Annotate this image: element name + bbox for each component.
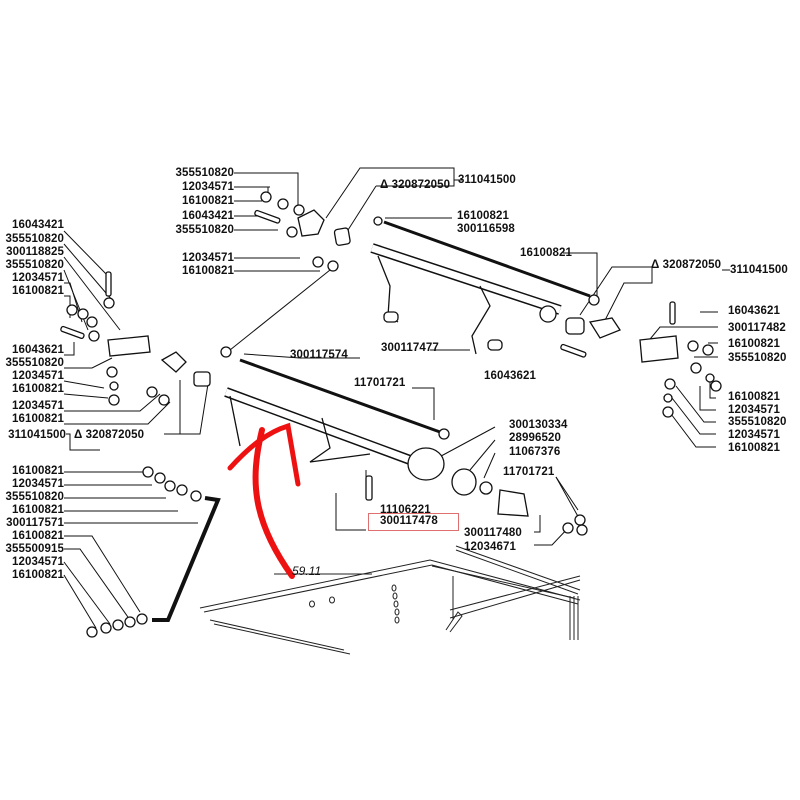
part-number-label: 16043621 [12, 344, 64, 356]
part-number-label: 355510820 [5, 233, 64, 245]
part-number-label: 11701721 [354, 377, 406, 389]
part-number-label: 16100821 [182, 195, 234, 207]
part-number-label: 16100821 [12, 569, 64, 581]
part-number-label: 16043421 [182, 210, 234, 222]
part-number-label: 16043621 [728, 305, 780, 317]
part-number-label: Δ 320872050 [651, 259, 722, 271]
part-number-label: 16100821 [12, 465, 64, 477]
part-number-label: 300118825 [6, 246, 64, 258]
part-number-label: 12034571 [182, 252, 234, 264]
part-number-label: 12034571 [728, 404, 780, 416]
part-number-label: 28996520 [509, 432, 561, 444]
part-number-label: 16100821 [520, 247, 572, 259]
part-number-label: Δ 320872050 [380, 179, 451, 191]
part-number-label: 16100821 [728, 442, 780, 454]
part-number-label: 16043421 [12, 219, 64, 231]
part-number-label: 300117571 [6, 517, 64, 529]
part-number-label: 16100821 [12, 285, 64, 297]
part-number-label: 16043621 [484, 370, 536, 382]
part-number-label: 16100821 [12, 383, 64, 395]
part-number-label: 16100821 [12, 530, 64, 542]
part-number-label: 16100821 [12, 504, 64, 516]
part-number-label: 12034571 [12, 272, 64, 284]
part-number-label: 12034571 [12, 478, 64, 490]
part-number-label: 12034571 [182, 181, 234, 193]
part-number-label: 355510820 [5, 259, 64, 271]
part-number-label: 311041500 [8, 429, 66, 441]
frame-edge [199, 559, 581, 609]
highlight-box [368, 513, 459, 531]
part-number-label: 12034571 [12, 400, 64, 412]
part-number-label: 355510820 [5, 491, 64, 503]
red-arrow-icon [227, 422, 301, 579]
part-number-label: 16100821 [457, 210, 509, 222]
part-number-label: 12034571 [12, 370, 64, 382]
part-number-label: 300116598 [457, 223, 515, 235]
part-number-label: 11067376 [509, 446, 561, 458]
highlighted-part-number[interactable]: 300117478 [380, 515, 438, 527]
part-number-label: 16100821 [728, 391, 780, 403]
part-number-label: 300117477 [381, 342, 439, 354]
part-number-label: 355510820 [728, 352, 787, 364]
part-number-label: 11701721 [503, 466, 555, 478]
leader-line [234, 172, 299, 205]
part-number-label: 355510820 [728, 416, 787, 428]
part-number-label: 355510820 [175, 224, 234, 236]
part-number-label: 12034571 [728, 429, 780, 441]
part-number-label: 300117482 [728, 322, 786, 334]
part-number-label: 300117574 [290, 349, 348, 361]
part-number-label: 355510820 [5, 357, 64, 369]
part-number-label: 16100821 [728, 338, 780, 350]
part-number-label: 300130334 [509, 419, 568, 431]
part-number-label: 355510820 [175, 167, 234, 179]
part-number-label: 355500915 [5, 543, 64, 555]
part-number-label: 311041500 [458, 174, 516, 186]
part-number-label: 311041500 [730, 264, 788, 276]
reference-label: 59.11 [292, 564, 322, 578]
nut-icon [260, 191, 272, 203]
part-number-label: 16100821 [12, 413, 64, 425]
part-number-label: 12034571 [12, 556, 64, 568]
part-number-label: 300117480 [464, 527, 522, 539]
part-number-label: 16100821 [182, 265, 234, 277]
part-number-label: 12034671 [464, 541, 516, 553]
part-number-label: Δ 320872050 [74, 429, 145, 441]
